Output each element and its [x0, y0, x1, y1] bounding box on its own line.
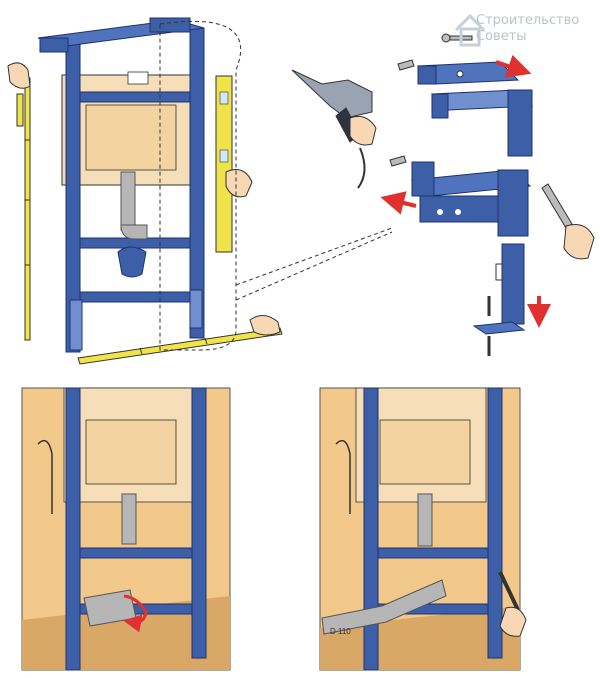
- watermark-line1: Строительство: [476, 13, 580, 28]
- upper-bracket: [397, 33, 534, 157]
- lower-bracket: [389, 155, 532, 237]
- installation-frame: [37, 17, 205, 353]
- frame-measurement-illustration: [7, 17, 393, 365]
- house-icon: [454, 13, 486, 47]
- watermark: [454, 13, 486, 47]
- folding-ruler-vertical: [7, 62, 31, 341]
- watermark-line2: Советы: [476, 29, 527, 44]
- spirit-level-icon: [215, 75, 253, 253]
- folding-ruler-horizontal: [77, 315, 283, 365]
- bracket-assembly-illustration: [291, 33, 595, 356]
- hand-icon: [7, 62, 31, 89]
- adjustable-leg: [472, 243, 526, 356]
- installed-frame-right: [319, 387, 527, 671]
- drill-icon: [291, 69, 377, 189]
- wrench-icon: [541, 183, 595, 260]
- installed-frame-left: [21, 387, 231, 671]
- pipe-diameter-label: D 110: [330, 627, 351, 636]
